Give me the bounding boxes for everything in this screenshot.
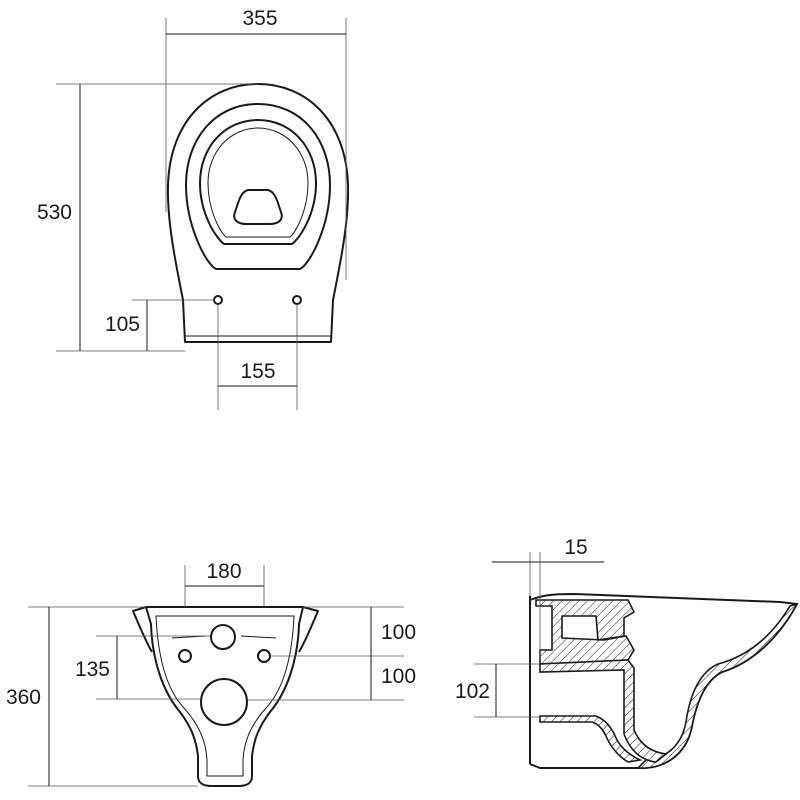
bowl-inner-line: [207, 127, 309, 238]
rim-section: [636, 602, 799, 769]
dim-depth: 530: [37, 201, 72, 224]
side-outline: [529, 593, 798, 769]
rear-inner-outline: [155, 615, 295, 777]
bowl-outline: [166, 83, 350, 343]
dim-wall-thickness: 15: [564, 536, 587, 559]
dim-width: 355: [242, 7, 277, 30]
flush-channel-section: [535, 599, 636, 665]
dim-upper-offset: 100: [381, 621, 416, 644]
outlet-section: [539, 659, 668, 763]
side-section: 15 102: [455, 536, 799, 769]
bolt-hole-left: [213, 295, 223, 305]
fixing-hole-right: [257, 649, 271, 663]
rear-flange: [132, 606, 319, 653]
water-inlet: [210, 624, 236, 650]
lower-outlet-section: [539, 715, 643, 763]
dim-total-height: 360: [6, 686, 41, 709]
dim-lower-offset: 100: [381, 665, 416, 688]
rear-outline: [145, 606, 304, 787]
dim-bolt-offset: 105: [105, 313, 140, 336]
fixing-hole-left: [178, 649, 192, 663]
bowl-inner: [199, 119, 317, 245]
top-view: 355 530 105 155: [37, 7, 350, 410]
dim-outlet-height: 102: [455, 680, 490, 703]
drain-opening: [233, 189, 283, 225]
bolt-hole-right: [292, 295, 302, 305]
bowl-rim: [185, 103, 331, 270]
dim-bolt-spacing: 155: [240, 360, 275, 383]
rear-view: 180 360 135 100 100: [6, 560, 416, 787]
dim-fixing-height: 135: [75, 658, 110, 681]
dim-fixing-spacing: 180: [206, 560, 241, 583]
waste-outlet: [200, 678, 248, 726]
